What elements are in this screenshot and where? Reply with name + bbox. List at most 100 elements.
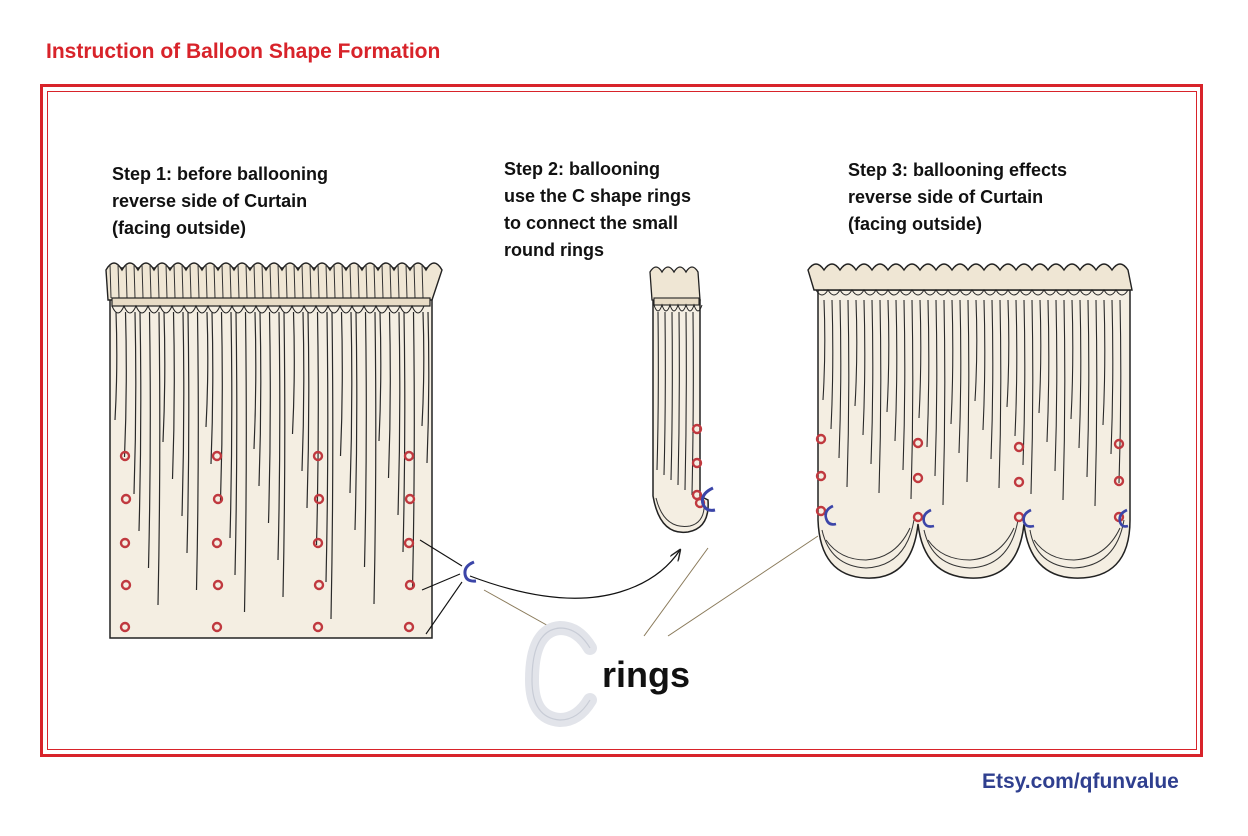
small-ring <box>312 450 324 462</box>
header-fold-line <box>213 263 216 299</box>
fold-line <box>243 311 247 613</box>
header-fold-line <box>301 263 304 299</box>
fold-line <box>219 311 223 502</box>
fold-line <box>205 311 209 428</box>
small-ring <box>313 579 325 591</box>
header-fold-line <box>389 263 392 299</box>
small-ring <box>403 450 415 462</box>
fold-line <box>684 311 687 491</box>
header-fold-line <box>181 263 184 299</box>
small-ring <box>403 621 415 633</box>
fold-line <box>982 299 986 431</box>
curtain-3-swag <box>1033 527 1121 561</box>
header-fold-line <box>341 263 344 299</box>
small-ring <box>312 537 324 549</box>
fold-line <box>157 311 161 606</box>
fold-line <box>950 299 954 425</box>
fold-line <box>229 311 233 539</box>
fold-line <box>339 311 343 457</box>
fold-line <box>426 311 430 464</box>
fold-line <box>656 311 659 471</box>
small-ring <box>212 493 224 505</box>
header-fold-line <box>349 263 352 299</box>
step-2-line: Step 2: ballooning <box>504 159 660 179</box>
step-2-line: round rings <box>504 240 604 260</box>
step-1-line: reverse side of Curtain <box>112 191 308 211</box>
header-fold-line <box>405 263 408 299</box>
curtain-2-rod-pocket <box>653 297 700 306</box>
small-ring <box>119 450 131 462</box>
small-ring <box>313 493 325 505</box>
header-fold-line <box>253 263 256 299</box>
header-fold-line <box>237 263 240 299</box>
step-3-line: Step 3: ballooning effects <box>848 160 1068 180</box>
small-ring <box>691 423 703 435</box>
curtain-3-panel <box>817 289 1131 579</box>
small-ring <box>1113 438 1125 450</box>
pointer-line <box>425 581 463 635</box>
pointer-line <box>667 535 819 637</box>
fold-line <box>1062 299 1066 501</box>
curtain-3-swag <box>923 519 1019 569</box>
small-ring <box>211 450 223 462</box>
header-fold-line <box>365 263 368 299</box>
header-fold-line <box>381 263 384 299</box>
small-ring <box>404 493 416 505</box>
fold-line <box>1086 299 1090 478</box>
curtain-2-shirring <box>653 303 703 312</box>
curtain-step-1 <box>105 262 443 639</box>
fold-line <box>1102 299 1106 426</box>
fold-line <box>677 311 680 486</box>
connector-lines <box>419 535 819 637</box>
fold-line <box>830 299 834 430</box>
fold-line <box>1030 299 1034 495</box>
curtain-3-swag <box>927 527 1015 561</box>
header-fold-line <box>373 263 376 299</box>
fold-line <box>1046 299 1050 443</box>
fold-line <box>663 311 666 476</box>
fold-line <box>133 311 137 495</box>
fold-line <box>862 299 866 436</box>
fold-line <box>1054 299 1058 472</box>
curtain-3-swag <box>825 527 911 561</box>
fold-line <box>942 299 946 506</box>
fold-line <box>1110 299 1114 455</box>
curtain-2-hem-fold <box>655 497 705 527</box>
step-3-line: reverse side of Curtain <box>848 187 1044 207</box>
small-ring <box>912 511 924 523</box>
fold-line <box>253 311 257 450</box>
fold-line <box>123 311 127 458</box>
header-fold-line <box>229 263 232 299</box>
header-fold-line <box>333 263 336 299</box>
header-fold-line <box>317 263 320 299</box>
fold-line <box>870 299 874 465</box>
fold-line <box>1006 299 1010 408</box>
fold-line <box>277 311 281 561</box>
fold-line <box>306 311 310 509</box>
header-fold-line <box>157 263 160 299</box>
pointer-line <box>419 539 463 567</box>
header-fold-line <box>357 263 360 299</box>
header-fold-line <box>189 263 192 299</box>
small-ring <box>403 537 415 549</box>
fold-line <box>421 311 425 427</box>
curtain-2-ruffle <box>649 266 701 301</box>
pointer-line <box>483 589 553 629</box>
header-fold-line <box>277 263 280 299</box>
curtain-3-shirring <box>815 289 1129 296</box>
fold-line <box>894 299 898 442</box>
small-ring <box>312 621 324 633</box>
curtain-step-2 <box>649 266 716 534</box>
header-fold-line <box>173 263 176 299</box>
curtain-3-swag <box>821 519 915 569</box>
c-ring-icon <box>463 560 477 583</box>
fold-line <box>354 311 358 531</box>
fold-line <box>181 311 185 517</box>
fold-line <box>171 311 175 480</box>
fold-line <box>958 299 962 454</box>
fold-line <box>325 311 329 583</box>
header-fold-line <box>221 263 224 299</box>
step-3-line: (facing outside) <box>848 214 982 234</box>
header-fold-line <box>149 263 152 299</box>
